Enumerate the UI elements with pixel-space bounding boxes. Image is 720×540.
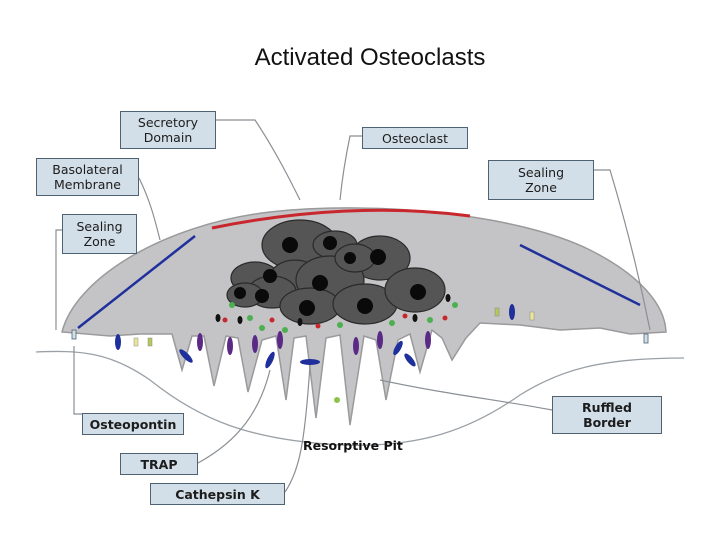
green-vesicle <box>259 325 265 331</box>
nucleolus <box>312 275 328 291</box>
green-vesicle <box>282 327 288 333</box>
label-osteopontin: Osteopontin <box>82 413 184 435</box>
nucleolus <box>370 249 386 265</box>
label-sealing-zone-right: Sealing Zone <box>488 160 594 200</box>
label-secretory-domain: Secretory Domain <box>120 111 216 149</box>
membrane-proteins <box>71 304 649 403</box>
green-vesicle <box>427 317 433 323</box>
sealing-zone-line-left <box>77 235 196 329</box>
label-sealing-zone-left: Sealing Zone <box>62 214 137 254</box>
black-vesicle <box>297 318 303 326</box>
label-ruffled-border: Ruffled Border <box>552 396 662 434</box>
label-resorptive-pit: Resorptive Pit <box>303 438 403 453</box>
leader-trap <box>197 369 271 464</box>
leader-sealing-left <box>55 229 62 330</box>
green-vesicle <box>452 302 458 308</box>
sealing-anchor <box>71 329 77 340</box>
leader-basolateral <box>138 177 161 241</box>
red-vesicle <box>269 317 275 323</box>
nucleolus <box>255 289 269 303</box>
nucleolus <box>357 298 373 314</box>
nucleolus <box>282 237 298 253</box>
sealing-anchor <box>643 333 649 344</box>
green-vesicle <box>229 302 235 308</box>
blue-protein <box>404 353 416 367</box>
blue-protein <box>300 359 320 365</box>
purple-protein <box>377 331 383 349</box>
purple-protein <box>252 335 258 353</box>
blue-protein <box>265 351 275 369</box>
leader-ruffled <box>379 379 553 411</box>
blue-protein <box>393 340 403 356</box>
leader-lines <box>55 119 651 493</box>
leader-sealing-right <box>594 169 651 331</box>
purple-protein <box>425 331 431 349</box>
nucleolus <box>410 284 426 300</box>
blue-protein <box>509 304 515 320</box>
nucleolus <box>323 236 337 250</box>
red-vesicle <box>402 313 408 319</box>
red-vesicle <box>222 317 228 323</box>
label-osteoclast: Osteoclast <box>362 127 468 149</box>
nucleolus <box>234 287 246 299</box>
purple-protein <box>353 337 359 355</box>
leader-osteopontin <box>73 346 82 415</box>
leader-secretory <box>216 119 301 201</box>
leader-osteoclast <box>339 135 362 201</box>
purple-protein <box>227 337 233 355</box>
black-vesicle <box>215 314 221 322</box>
nucleoli <box>234 236 426 316</box>
black-vesicle <box>237 316 243 324</box>
label-trap: TRAP <box>120 453 198 475</box>
blue-protein <box>115 334 121 350</box>
red-vesicle <box>442 315 448 321</box>
yellow-protein <box>147 337 153 347</box>
green-vesicle <box>247 315 253 321</box>
leader-cathepsin <box>284 364 311 493</box>
sealing-zone-line-right <box>519 243 641 307</box>
red-vesicle <box>315 323 321 329</box>
purple-protein <box>197 333 203 351</box>
secretory-domain-line <box>211 208 471 230</box>
slide-title: Activated Osteoclasts <box>254 44 486 71</box>
black-vesicle <box>412 314 418 322</box>
yellow-protein <box>133 337 139 347</box>
green-protein <box>334 397 340 403</box>
vesicles <box>215 294 458 333</box>
purple-protein <box>277 331 283 349</box>
green-vesicle <box>389 320 395 326</box>
label-basolateral-membrane: Basolateral Membrane <box>36 158 139 196</box>
yellow-protein <box>494 307 500 317</box>
green-vesicle <box>337 322 343 328</box>
nucleolus <box>263 269 277 283</box>
nucleolus <box>299 300 315 316</box>
yellow-protein <box>529 311 535 321</box>
nucleolus <box>344 252 356 264</box>
black-vesicle <box>445 294 451 302</box>
bone-surface-line <box>35 350 685 446</box>
blue-protein <box>179 349 193 363</box>
label-cathepsin-k: Cathepsin K <box>150 483 285 505</box>
